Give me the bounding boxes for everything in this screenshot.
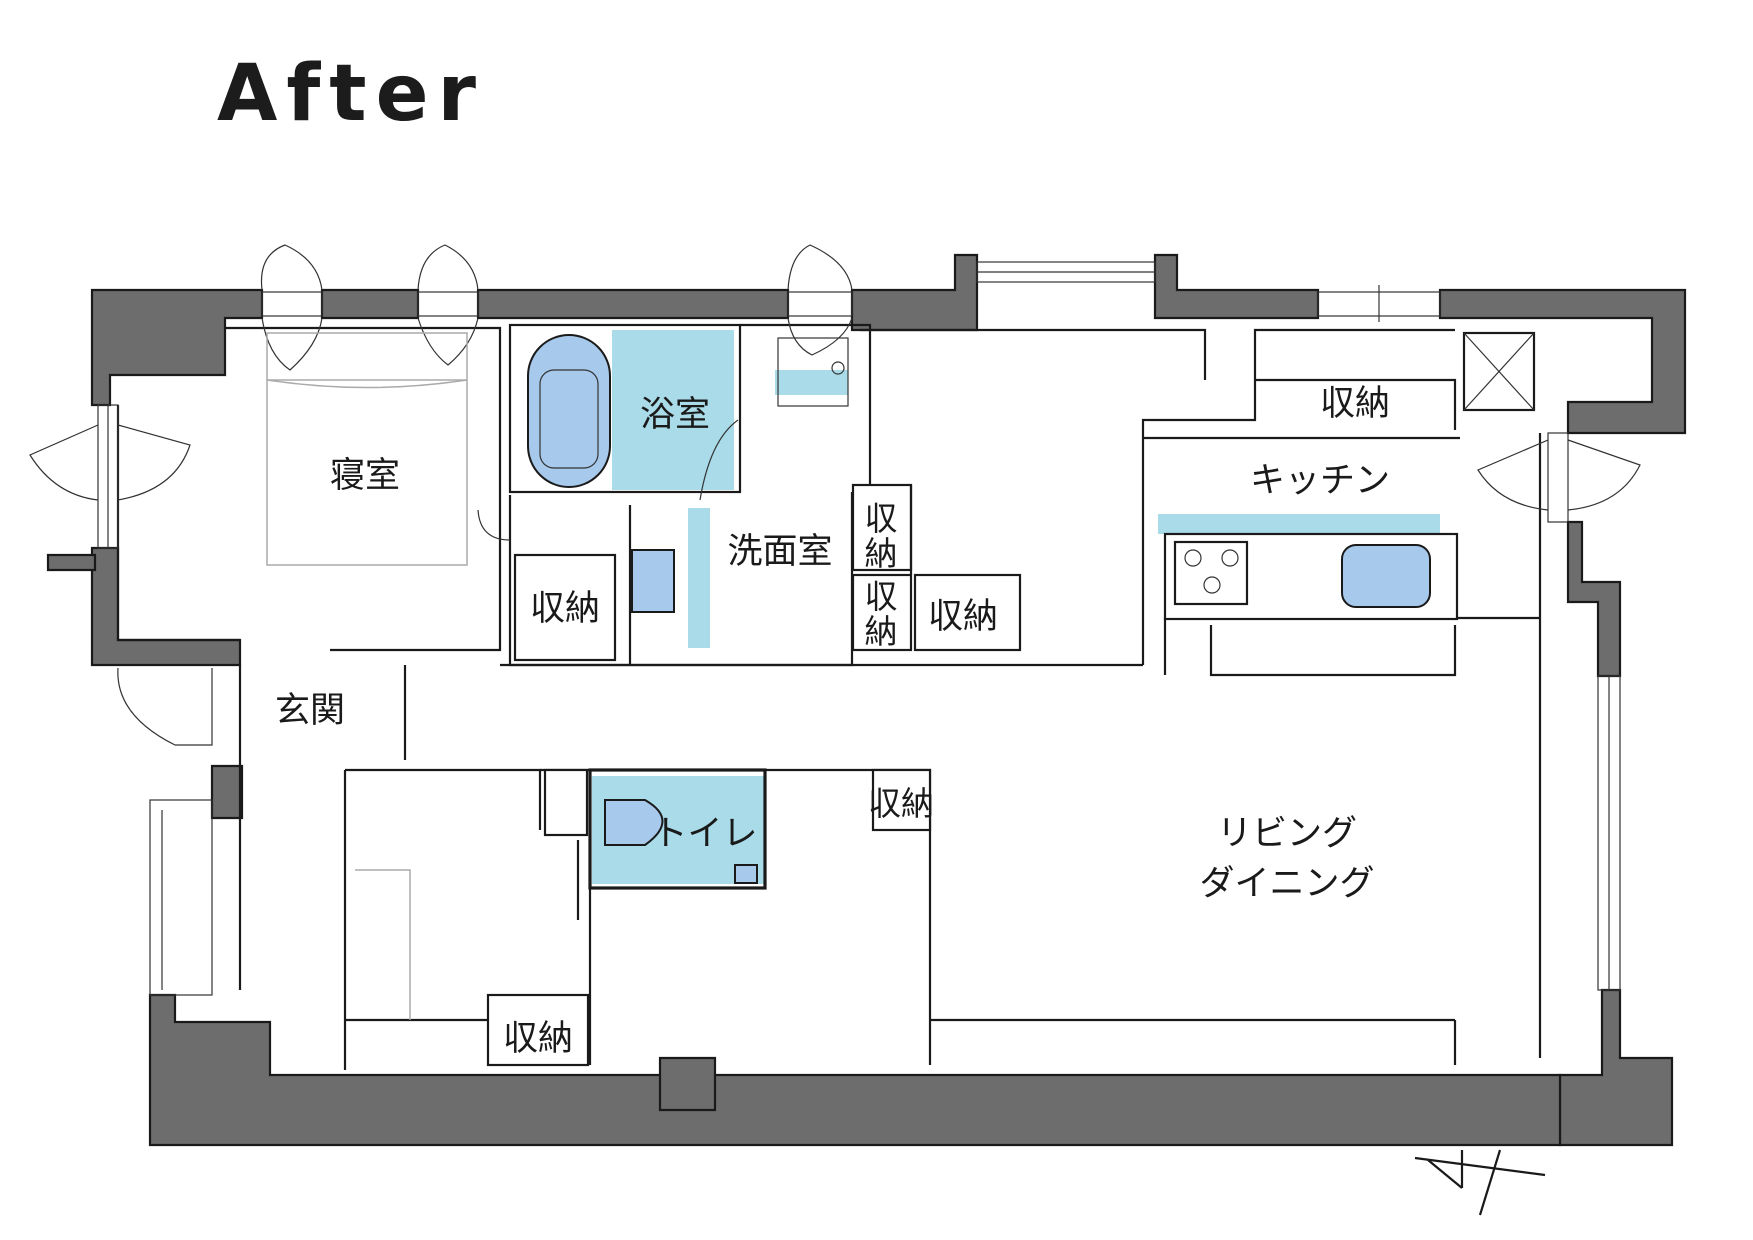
room-labels: 寝室 浴室 洗面室 キッチン 玄関 トイレ リビング ダイニング 収納 収納 収… <box>275 384 1390 1059</box>
storage-label-bedroom: 収納 <box>530 589 600 629</box>
room-label-bath: 浴室 <box>640 395 710 435</box>
door-swing-icon <box>260 244 323 291</box>
room-label-washroom: 洗面室 <box>727 532 832 572</box>
storage-label-kitchen: 収納 <box>1320 384 1390 424</box>
storage-label-lower: 収納 <box>503 1019 573 1059</box>
sink-icon <box>631 549 675 613</box>
storage-label-living: 収納 <box>868 784 934 823</box>
storage-vertical-1-bottom: 納 <box>865 534 898 573</box>
fixtures <box>266 332 1431 884</box>
room-label-kitchen: キッチン <box>1250 461 1390 501</box>
interior-walls <box>116 323 1542 1070</box>
room-label-dining: ダイニング <box>1199 864 1374 904</box>
storage-vertical-2-bottom: 納 <box>865 612 898 651</box>
stove-icon <box>1173 540 1249 606</box>
north-arrow-icon <box>1414 1149 1546 1216</box>
plan-title: After <box>217 49 485 139</box>
room-label-living: リビング <box>1217 814 1357 854</box>
bathtub-icon <box>527 334 611 488</box>
room-label-bedroom: 寝室 <box>330 456 400 496</box>
room-label-entrance: 玄関 <box>275 691 345 731</box>
windows <box>97 261 1621 991</box>
exterior-walls <box>46 253 1687 1147</box>
storage-vertical-1-top: 収 <box>865 499 898 538</box>
door-swings <box>29 244 1641 746</box>
room-label-toilet: トイレ <box>652 814 757 854</box>
storage-label-wash: 収納 <box>928 597 998 637</box>
storage-vertical-2-top: 収 <box>865 577 898 616</box>
